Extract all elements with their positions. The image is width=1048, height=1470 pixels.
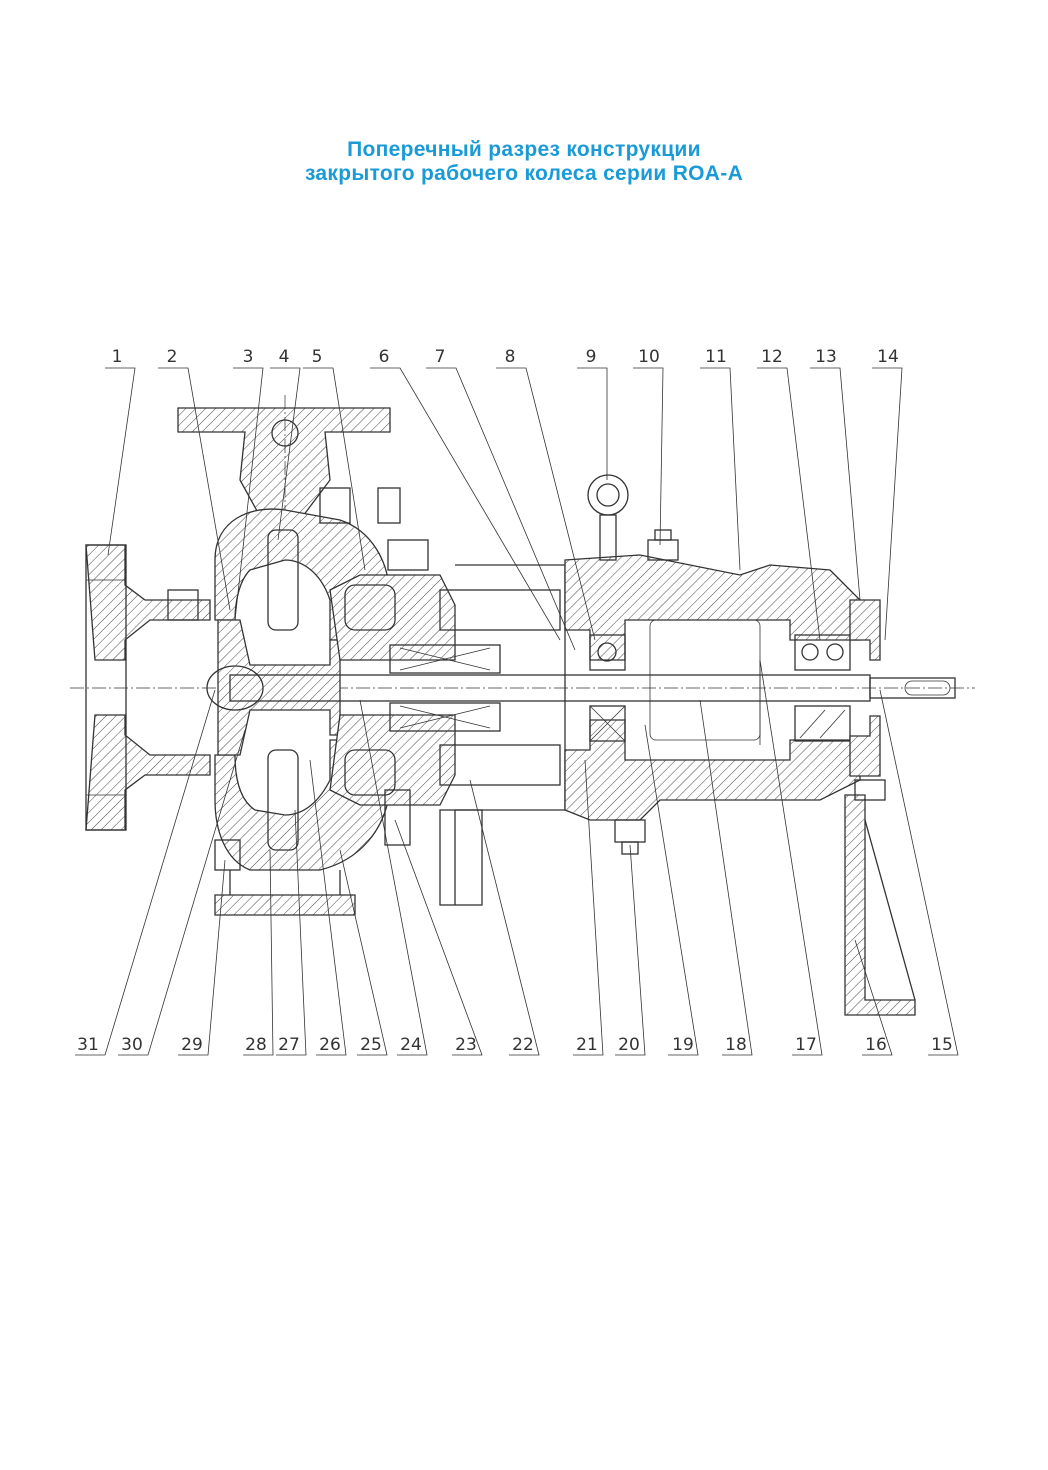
callout-18: 18 bbox=[725, 1035, 747, 1055]
callout-leaders-top bbox=[105, 367, 903, 651]
diagram-title-line-2: закрытого рабочего колеса серии ROA-A bbox=[304, 162, 744, 185]
callout-12: 12 bbox=[761, 347, 783, 367]
impeller bbox=[206, 619, 341, 756]
callout-22: 22 bbox=[512, 1035, 534, 1055]
callout-7: 7 bbox=[435, 347, 446, 367]
oil-filler-plug bbox=[647, 529, 679, 561]
callout-14: 14 bbox=[877, 347, 899, 367]
lifting-eye-bolt bbox=[587, 474, 629, 561]
callout-28: 28 bbox=[245, 1035, 267, 1055]
bearing-housing bbox=[564, 554, 861, 821]
pump-shaft bbox=[229, 674, 956, 702]
outboard-bearing bbox=[794, 634, 851, 742]
callout-29: 29 bbox=[181, 1035, 203, 1055]
callout-3: 3 bbox=[243, 347, 254, 367]
callout-24: 24 bbox=[400, 1035, 422, 1055]
callout-16: 16 bbox=[865, 1035, 887, 1055]
callout-8: 8 bbox=[505, 347, 516, 367]
callout-5: 5 bbox=[312, 347, 323, 367]
bearing-bracket bbox=[439, 564, 566, 906]
callout-numbers-top: 1 2 3 4 5 6 7 8 9 10 11 12 13 14 bbox=[112, 347, 899, 367]
casing-bolts bbox=[167, 487, 429, 871]
callout-26: 26 bbox=[319, 1035, 341, 1055]
callout-leaders-bottom bbox=[75, 659, 959, 1056]
casing-foot bbox=[214, 870, 356, 916]
callout-17: 17 bbox=[795, 1035, 817, 1055]
casing-cover bbox=[329, 574, 456, 806]
drain-plug bbox=[614, 819, 646, 855]
support-foot bbox=[844, 779, 916, 1016]
callout-2: 2 bbox=[167, 347, 178, 367]
callout-9: 9 bbox=[586, 347, 597, 367]
callout-25: 25 bbox=[360, 1035, 382, 1055]
callout-4: 4 bbox=[279, 347, 290, 367]
suction-flange bbox=[85, 544, 211, 831]
callout-1: 1 bbox=[112, 347, 123, 367]
callout-21: 21 bbox=[576, 1035, 598, 1055]
callout-23: 23 bbox=[455, 1035, 477, 1055]
bearing-end-cover bbox=[849, 599, 881, 777]
callout-10: 10 bbox=[638, 347, 660, 367]
callout-19: 19 bbox=[672, 1035, 694, 1055]
callout-31: 31 bbox=[77, 1035, 99, 1055]
callout-30: 30 bbox=[121, 1035, 143, 1055]
inboard-bearing bbox=[589, 634, 626, 742]
callout-6: 6 bbox=[379, 347, 390, 367]
callout-15: 15 bbox=[931, 1035, 953, 1055]
callout-13: 13 bbox=[815, 347, 837, 367]
callout-20: 20 bbox=[618, 1035, 640, 1055]
callout-11: 11 bbox=[705, 347, 727, 367]
diagram-title-line-1: Поперечный разрез конструкции bbox=[347, 138, 701, 161]
callout-27: 27 bbox=[278, 1035, 300, 1055]
callout-numbers-bottom: 31 30 29 28 27 26 25 24 23 22 21 20 19 1… bbox=[77, 1035, 953, 1055]
mechanical-seal bbox=[389, 644, 501, 732]
